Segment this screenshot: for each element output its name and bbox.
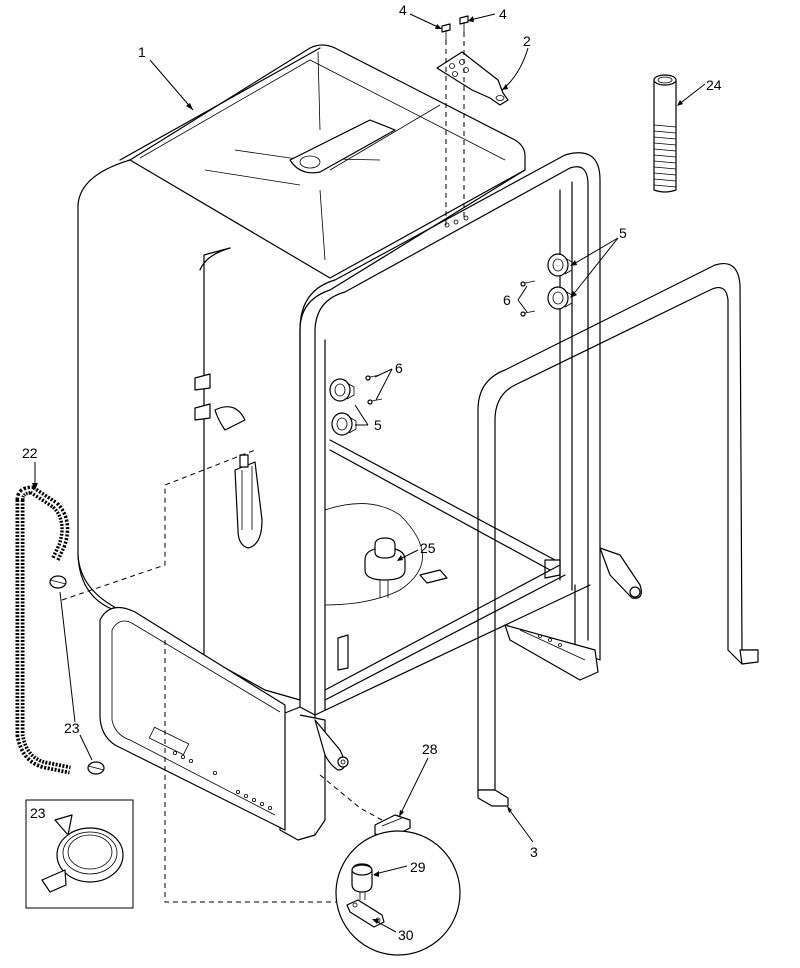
drain-hose [15,485,71,775]
callout-6-right: 6 [503,292,511,308]
callout-23-detail: 23 [30,805,46,821]
bumper-upper-right-1 [547,253,573,277]
callout-5-right: 5 [619,225,627,241]
callout-6-left: 6 [395,360,403,376]
part-29 [351,863,373,900]
tub-assembly [77,44,526,701]
clamp-detail-box [25,799,134,909]
base-frame [99,606,286,831]
callout-24: 24 [706,77,722,93]
callout-28: 28 [422,741,438,757]
callout-25: 25 [420,540,436,556]
callout-2: 2 [523,33,531,49]
callout-4-left: 4 [399,2,407,18]
bumpers-5 [329,253,573,436]
callout-22: 22 [22,445,38,461]
leader-lines [32,13,706,933]
front-plate [279,706,349,841]
callout-labels: 1 2 3 4 4 5 5 6 6 22 23 23 24 25 28 29 3… [22,2,722,943]
callout-30: 30 [398,927,414,943]
hose-clamp-small-upper [49,575,67,589]
front-frame [299,152,601,716]
callout-1: 1 [138,44,146,60]
bumper-left-2 [331,412,357,436]
vent-hose [653,74,677,193]
base-holes [172,751,272,811]
door-seal-gasket [477,263,759,807]
screws-6 [365,280,536,405]
callout-4-right: 4 [499,6,507,22]
hose-clamp-small-lower [87,761,105,775]
bumper-upper-right-2 [547,286,573,310]
callout-3: 3 [530,844,538,860]
callout-23-hose: 23 [64,720,80,736]
screws-4 [441,15,469,40]
callout-29: 29 [410,859,426,875]
top-mounting-bracket [436,51,509,106]
sump-area [324,503,448,671]
rear-bracket [504,547,642,681]
callout-5-left: 5 [374,417,382,433]
bumper-left-1 [329,378,355,402]
